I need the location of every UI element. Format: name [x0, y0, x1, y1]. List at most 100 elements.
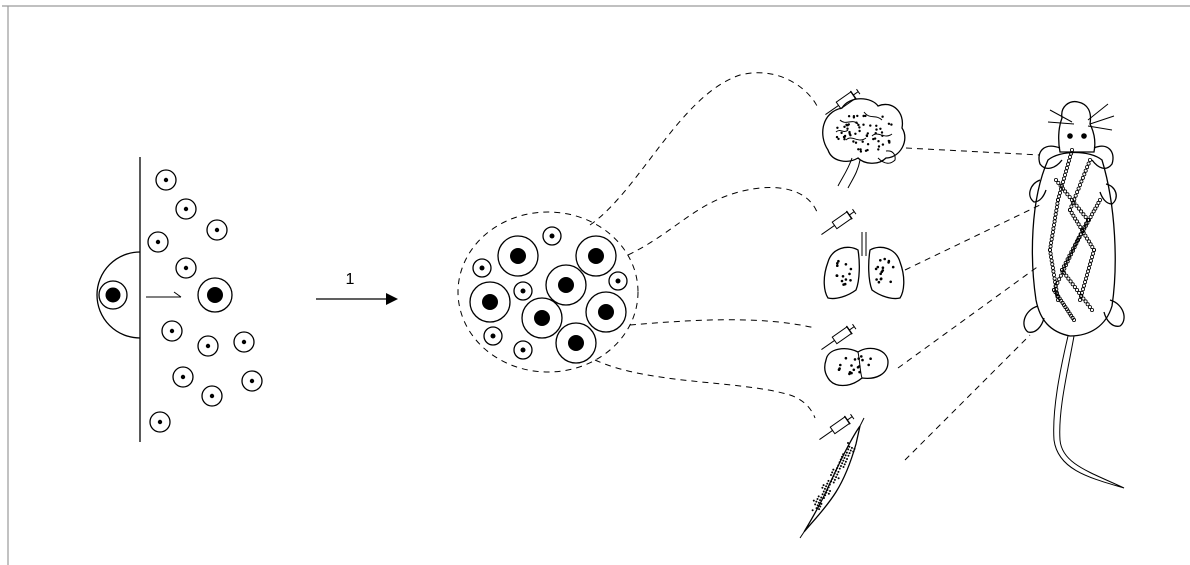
engraftment-dot [1070, 147, 1075, 152]
engraftment-dot [1061, 180, 1066, 185]
engraftment-dot [837, 470, 840, 473]
engraftment-dot [843, 456, 846, 459]
engraftment-dot [847, 123, 850, 126]
engraftment-dot [860, 355, 863, 358]
engraftment-dot [841, 275, 845, 278]
engraftment-dot [861, 358, 864, 362]
engraftment-dot [865, 134, 868, 137]
engraftment-dot [1076, 206, 1081, 211]
engraftment-dot [835, 274, 839, 278]
engraftment-dot [854, 132, 857, 135]
engraftment-dot [1072, 317, 1077, 322]
engraftment-dot [1055, 280, 1060, 285]
engraftment-dot [1049, 258, 1054, 263]
engraftment-dot [837, 137, 840, 141]
engraftment-dot [1053, 280, 1058, 285]
engraftment-dot [836, 126, 839, 129]
engraftment-dot [1077, 290, 1082, 295]
engraftment-dot [1074, 203, 1079, 208]
engraftment-dot [836, 264, 839, 268]
engraftment-dot [833, 478, 836, 481]
engraftment-dot [828, 483, 831, 486]
engraftment-dot [838, 467, 841, 470]
stem-cell-niche-icon [96, 157, 263, 442]
engraftment-dot [1072, 200, 1077, 205]
engraftment-dot [862, 123, 865, 126]
engraftment-dot [1063, 189, 1068, 194]
engraftment-dot [1048, 244, 1053, 249]
engraftment-dot [1065, 165, 1070, 170]
engraftment-dot [866, 132, 869, 135]
engraftment-dot [1092, 247, 1097, 252]
engraftment-dot [850, 364, 853, 367]
engraftment-dot [888, 141, 891, 144]
differentiated-cell [147, 231, 169, 253]
engraftment-dot [854, 141, 858, 144]
engraftment-dot [849, 449, 852, 452]
engraftment-dot [880, 270, 884, 274]
engraftment-dot [1085, 272, 1090, 277]
engraftment-dot [1060, 186, 1065, 191]
engraftment-dot [1088, 262, 1093, 267]
engraftment-dot [1048, 251, 1053, 256]
engraftment-dot [844, 454, 847, 457]
lung-engraftment-dots [835, 257, 895, 286]
niche-stem-cell [98, 280, 128, 310]
engraftment-dot [1064, 262, 1069, 267]
engraftment-dot [861, 140, 864, 143]
engraftment-dot [1058, 190, 1063, 195]
engraftment-dot [823, 487, 826, 490]
engraftment-dot [1083, 299, 1088, 304]
engraftment-dot [1081, 287, 1086, 292]
engraftment-dot [843, 138, 846, 141]
engraftment-dot [848, 445, 851, 448]
engraftment-dot [822, 496, 825, 499]
differentiated-cell [201, 385, 223, 407]
engraftment-dot [859, 148, 862, 151]
engraftment-dot [1075, 287, 1080, 292]
engraftment-dot [1098, 197, 1103, 202]
engraftment-dot [1091, 251, 1096, 256]
engraftment-dot [856, 114, 859, 118]
engraftment-dot [820, 502, 823, 505]
engraftment-dot [1063, 172, 1068, 177]
engraftment-dot [1070, 282, 1075, 287]
engraftment-dot [1088, 157, 1093, 162]
engraftment-dot [1057, 194, 1062, 199]
engraftment-dot [1055, 201, 1060, 206]
engraftment-dot [1070, 248, 1075, 253]
engraftment-dot [837, 259, 840, 263]
engraftment-dot [1064, 273, 1069, 278]
engraftment-dot [1057, 277, 1062, 282]
engraftment-dot [1087, 305, 1092, 310]
engraftment-dot [852, 450, 855, 453]
connector-brain-to-mouse [905, 147, 1041, 156]
syringe-icons [819, 88, 861, 440]
engraftment-dot [855, 121, 858, 124]
engraftment-dot [850, 446, 853, 449]
engraftment-dot [819, 505, 822, 508]
engraftment-dot [811, 509, 814, 512]
engraftment-dot [814, 503, 817, 506]
engraftment-dot [843, 463, 846, 466]
engraftment-dot [812, 499, 815, 502]
engraftment-dot [1069, 204, 1074, 209]
muscle-icon [799, 417, 865, 539]
engraftment-dot [1086, 161, 1091, 166]
engraftment-dot [877, 148, 880, 151]
engraftment-dot [887, 259, 891, 263]
engraftment-dot [840, 279, 844, 283]
aggregate-small-cell [472, 258, 492, 278]
engraftment-dot [1077, 235, 1082, 240]
engraftment-dot [825, 485, 828, 488]
engraftment-dot [845, 451, 848, 454]
engraftment-dot [1079, 179, 1084, 184]
engraftment-dot [1083, 215, 1088, 220]
engraftment-dot [830, 474, 832, 476]
engraftment-dot [1053, 284, 1058, 289]
connector-to-liver [629, 319, 816, 329]
engraftment-dot [1076, 222, 1081, 227]
engraftment-dot [844, 460, 847, 463]
aggregate-small-cell [608, 271, 628, 291]
engraftment-dot [1050, 230, 1055, 235]
